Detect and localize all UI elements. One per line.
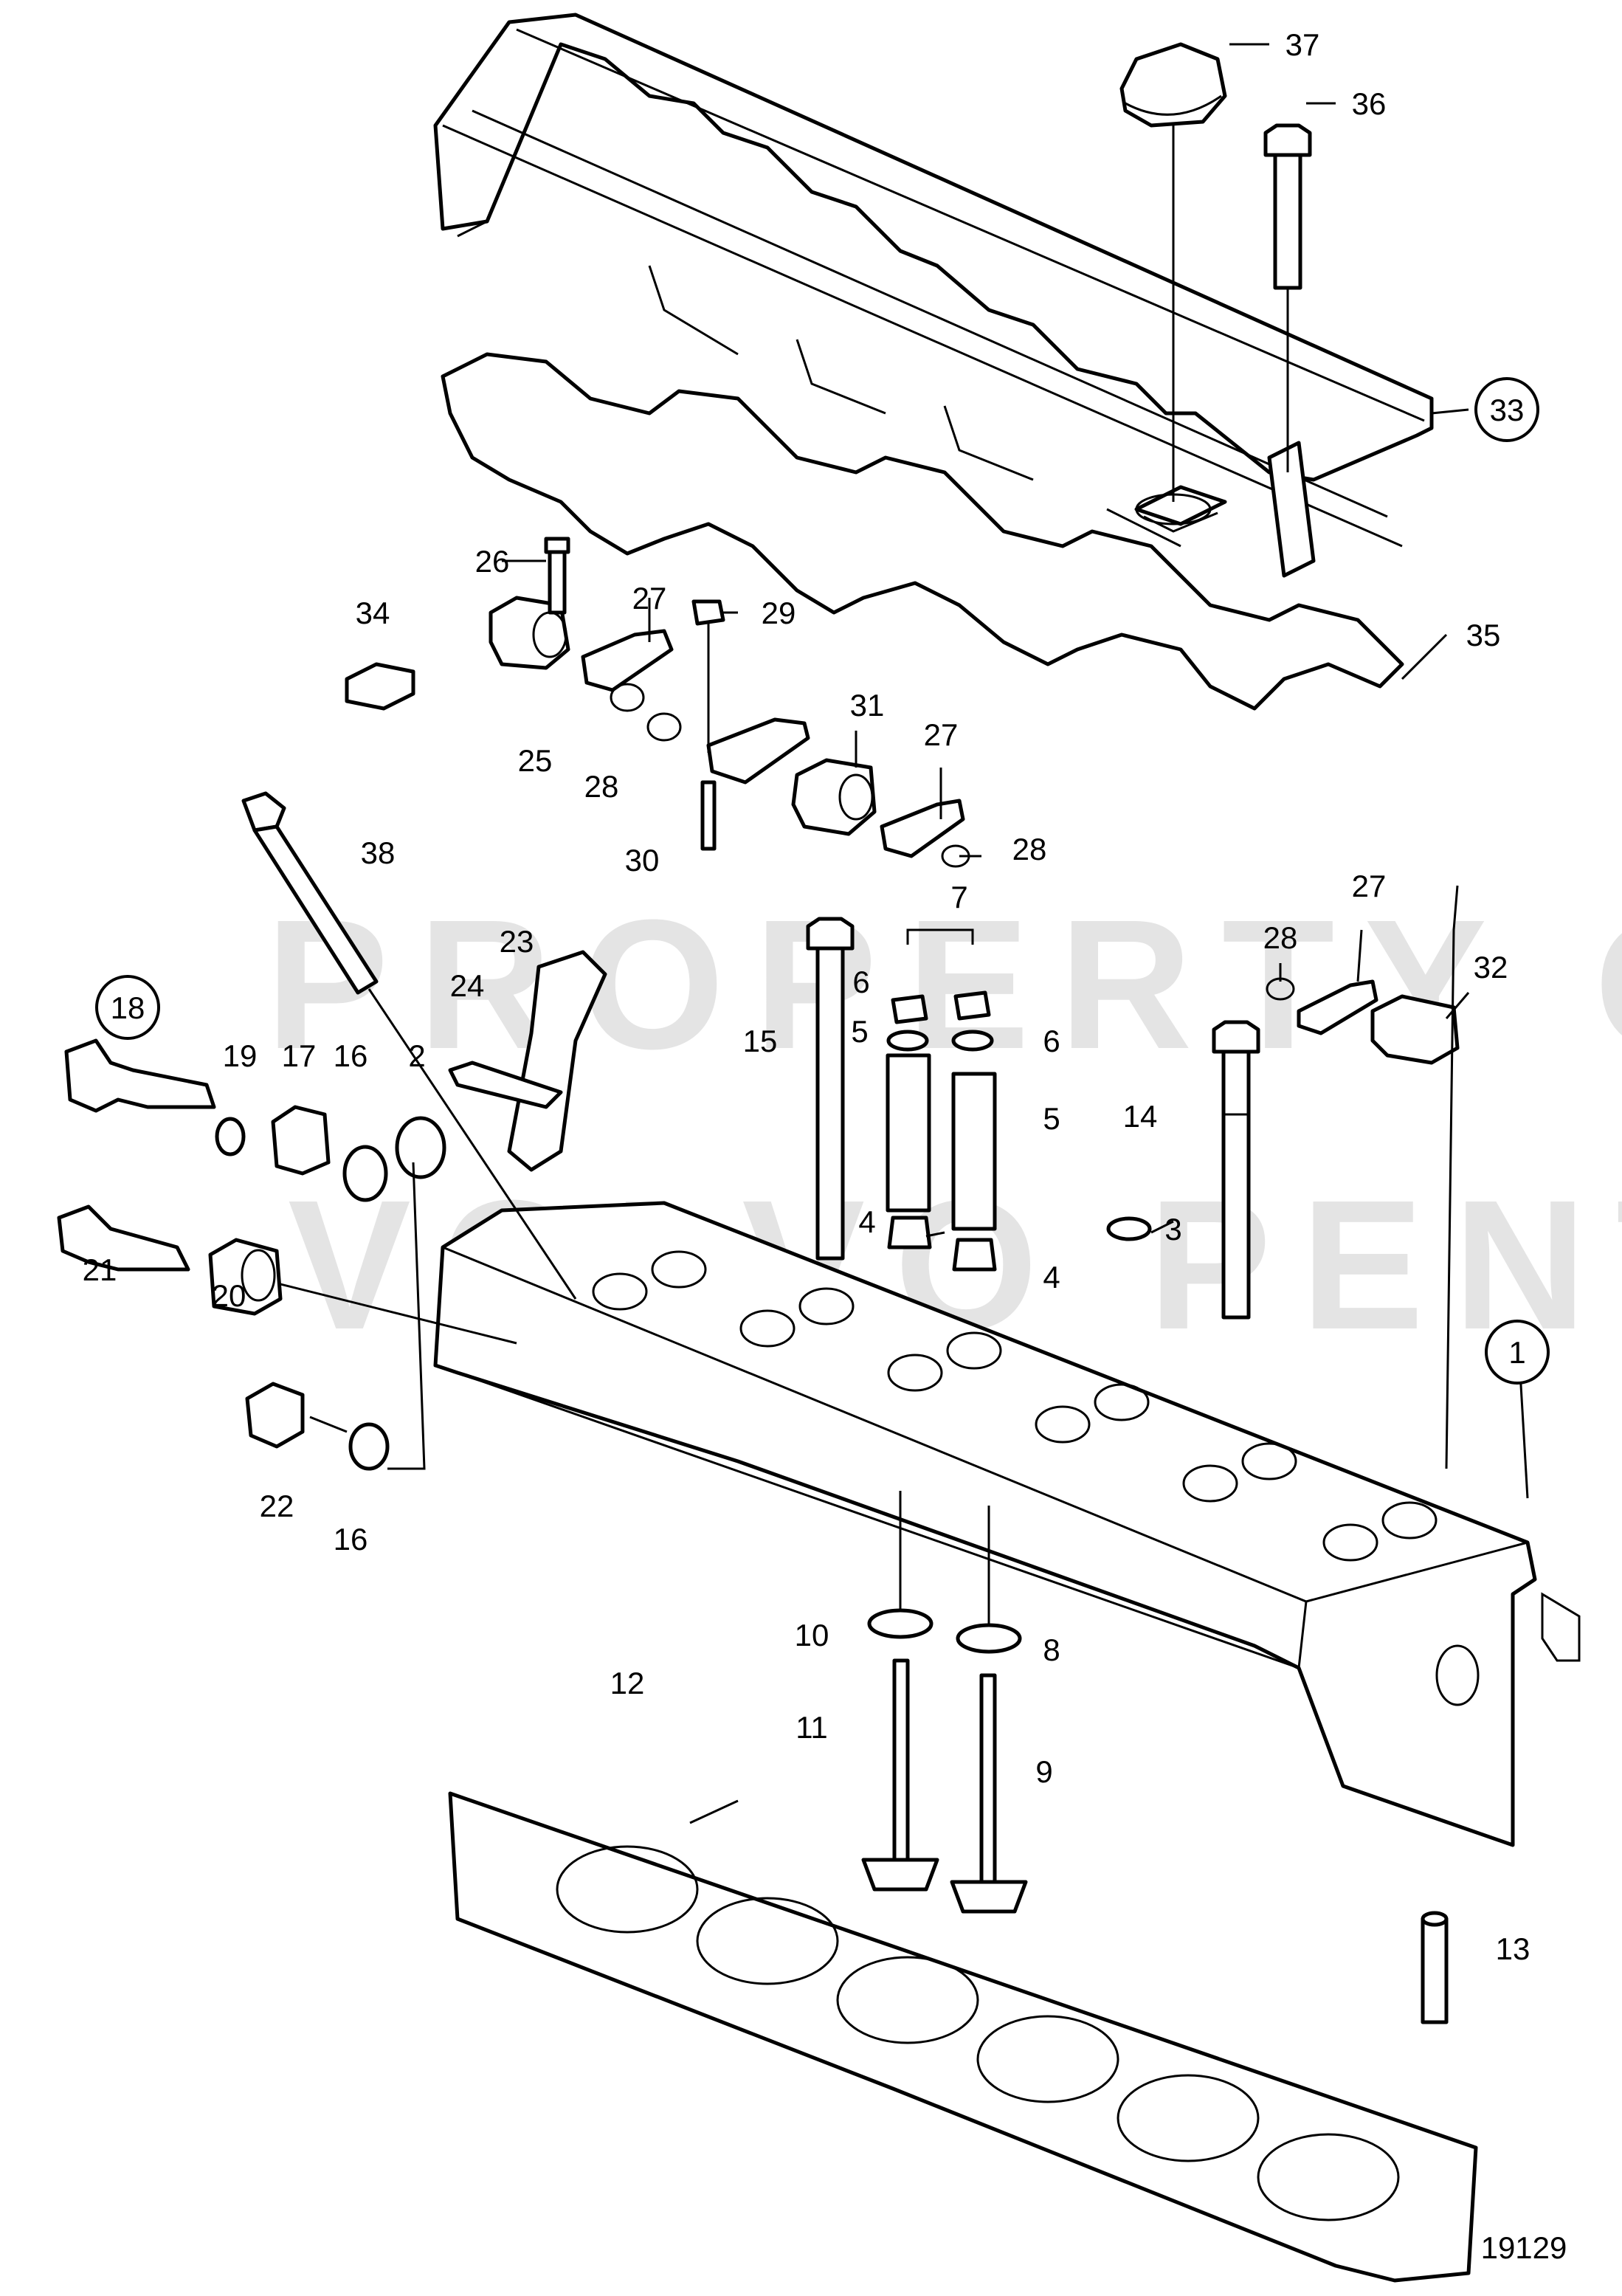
callout-circle-33	[1474, 377, 1539, 442]
callout-5b: 5	[1043, 1101, 1060, 1136]
callout-33: 33	[1490, 393, 1525, 427]
callout-25: 25	[518, 743, 553, 778]
sensor-components	[57, 1038, 517, 1471]
callout-11: 11	[796, 1710, 828, 1745]
callout-26: 26	[475, 544, 510, 579]
callout-2: 2	[408, 1038, 425, 1073]
figure-number: 19129	[1481, 2230, 1567, 2265]
callout-22: 22	[260, 1489, 294, 1523]
callout-1: 1	[1508, 1335, 1525, 1370]
callout-7: 7	[950, 880, 967, 914]
callout-5a: 5	[851, 1014, 868, 1049]
cover-bolt	[1263, 123, 1312, 472]
callout-30: 30	[625, 843, 660, 878]
callout-16b: 16	[334, 1522, 368, 1556]
callout-18: 18	[111, 990, 145, 1025]
callout-13: 13	[1496, 1931, 1530, 1966]
callout-23: 23	[500, 924, 534, 959]
callout-6b: 6	[1043, 1024, 1060, 1058]
callout-27c: 27	[1352, 869, 1387, 903]
callout-15: 15	[743, 1024, 778, 1058]
callout-38: 38	[361, 835, 396, 870]
callout-20: 20	[212, 1278, 246, 1313]
leader-lines	[502, 43, 1529, 1824]
callout-12: 12	[610, 1666, 645, 1700]
callout-27a: 27	[632, 581, 667, 616]
rocker-arm-assembly	[345, 537, 970, 868]
callout-36: 36	[1352, 86, 1387, 121]
callout-21: 21	[83, 1252, 117, 1287]
callout-circle-1	[1485, 1320, 1550, 1385]
valve-spring-right	[951, 1072, 997, 1231]
dowel-pin	[1421, 1911, 1449, 2024]
callout-37: 37	[1285, 27, 1320, 62]
callout-14: 14	[1123, 1099, 1158, 1134]
callout-3: 3	[1164, 1212, 1181, 1247]
long-bolt	[241, 791, 577, 1300]
callout-9: 9	[1035, 1754, 1052, 1789]
callout-28a: 28	[584, 769, 619, 804]
callout-24: 24	[450, 968, 485, 1003]
callout-6a: 6	[852, 965, 869, 999]
oil-filler-cap	[1119, 42, 1227, 502]
callout-29: 29	[762, 596, 796, 630]
callout-28b: 28	[1012, 832, 1047, 866]
callout-31: 31	[850, 688, 885, 723]
valve-cover	[433, 13, 1434, 578]
callout-27b: 27	[924, 717, 959, 752]
callout-10: 10	[795, 1618, 829, 1652]
callouts: 1 2 3 4 4 5 5 6 6 7 8 9 10 11 12 13 14 1…	[83, 27, 1567, 2265]
callout-16a: 16	[334, 1038, 368, 1073]
cover-gasket	[441, 352, 1404, 711]
valve-spring-left	[886, 1053, 931, 1213]
cylinder-head	[433, 1201, 1581, 1847]
callout-35: 35	[1466, 618, 1501, 652]
callout-8: 8	[1043, 1633, 1060, 1667]
callout-28c: 28	[1263, 920, 1298, 955]
valves	[861, 1491, 1028, 1914]
valve-train	[806, 917, 1260, 1320]
head-gasket	[448, 1791, 1478, 2283]
lifting-bracket	[448, 950, 607, 1172]
callout-34: 34	[356, 596, 390, 630]
callout-32: 32	[1474, 950, 1508, 985]
callout-17: 17	[282, 1038, 317, 1073]
callout-19: 19	[223, 1038, 258, 1073]
callout-circle-18	[95, 975, 160, 1040]
callout-4b: 4	[1043, 1260, 1060, 1294]
right-rocker-assembly	[1266, 977, 1460, 1065]
callout-4a: 4	[858, 1204, 875, 1239]
